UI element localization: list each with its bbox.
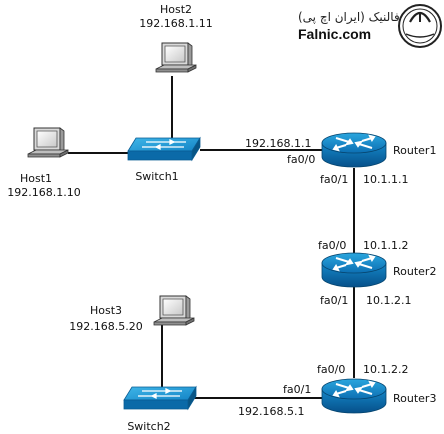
router1-lan-interface: fa0/0 <box>287 153 316 166</box>
host2-name: Host2 <box>159 3 193 16</box>
router3-upper-interface: fa0/0 <box>317 363 346 376</box>
brand-name-english: Falnic.com <box>298 26 372 42</box>
brand-logo-icon <box>398 4 442 48</box>
switch2-icon[interactable] <box>123 386 197 410</box>
router3-lan-interface: fa0/1 <box>283 383 312 396</box>
router2-name: Router2 <box>393 265 437 278</box>
router3-upper-ip: 10.1.2.2 <box>363 363 409 376</box>
router1-name: Router1 <box>393 144 437 157</box>
router3-icon[interactable] <box>321 378 387 414</box>
host3-computer-icon[interactable] <box>153 295 195 326</box>
router2-upper-ip: 10.1.1.2 <box>363 239 409 252</box>
host1-ip: 192.168.1.10 <box>7 186 81 199</box>
router1-wan-interface: fa0/1 <box>320 173 349 186</box>
router2-lower-interface: fa0/1 <box>320 294 349 307</box>
switch1-name: Switch1 <box>135 170 179 183</box>
switch1-icon[interactable] <box>127 137 201 161</box>
router1-lan-ip: 192.168.1.1 <box>245 137 312 150</box>
host3-ip: 192.168.5.20 <box>69 320 143 333</box>
switch2-name: Switch2 <box>127 420 171 433</box>
links <box>68 76 355 399</box>
router3-name: Router3 <box>393 392 437 405</box>
router1-wan-ip: 10.1.1.1 <box>363 173 409 186</box>
host1-name: Host1 <box>19 172 53 185</box>
router2-icon[interactable] <box>321 252 387 288</box>
router2-upper-interface: fa0/0 <box>318 239 347 252</box>
host2-computer-icon[interactable] <box>155 42 197 73</box>
host1-computer-icon[interactable] <box>27 127 69 158</box>
host2-ip: 192.168.1.11 <box>139 17 213 30</box>
host3-name: Host3 <box>89 304 123 317</box>
router2-lower-ip: 10.1.2.1 <box>366 294 412 307</box>
brand-name-persian: فالنیک (ایران اچ پی) <box>298 10 400 24</box>
router1-icon[interactable] <box>321 132 387 168</box>
router3-lan-ip: 192.168.5.1 <box>238 405 305 418</box>
